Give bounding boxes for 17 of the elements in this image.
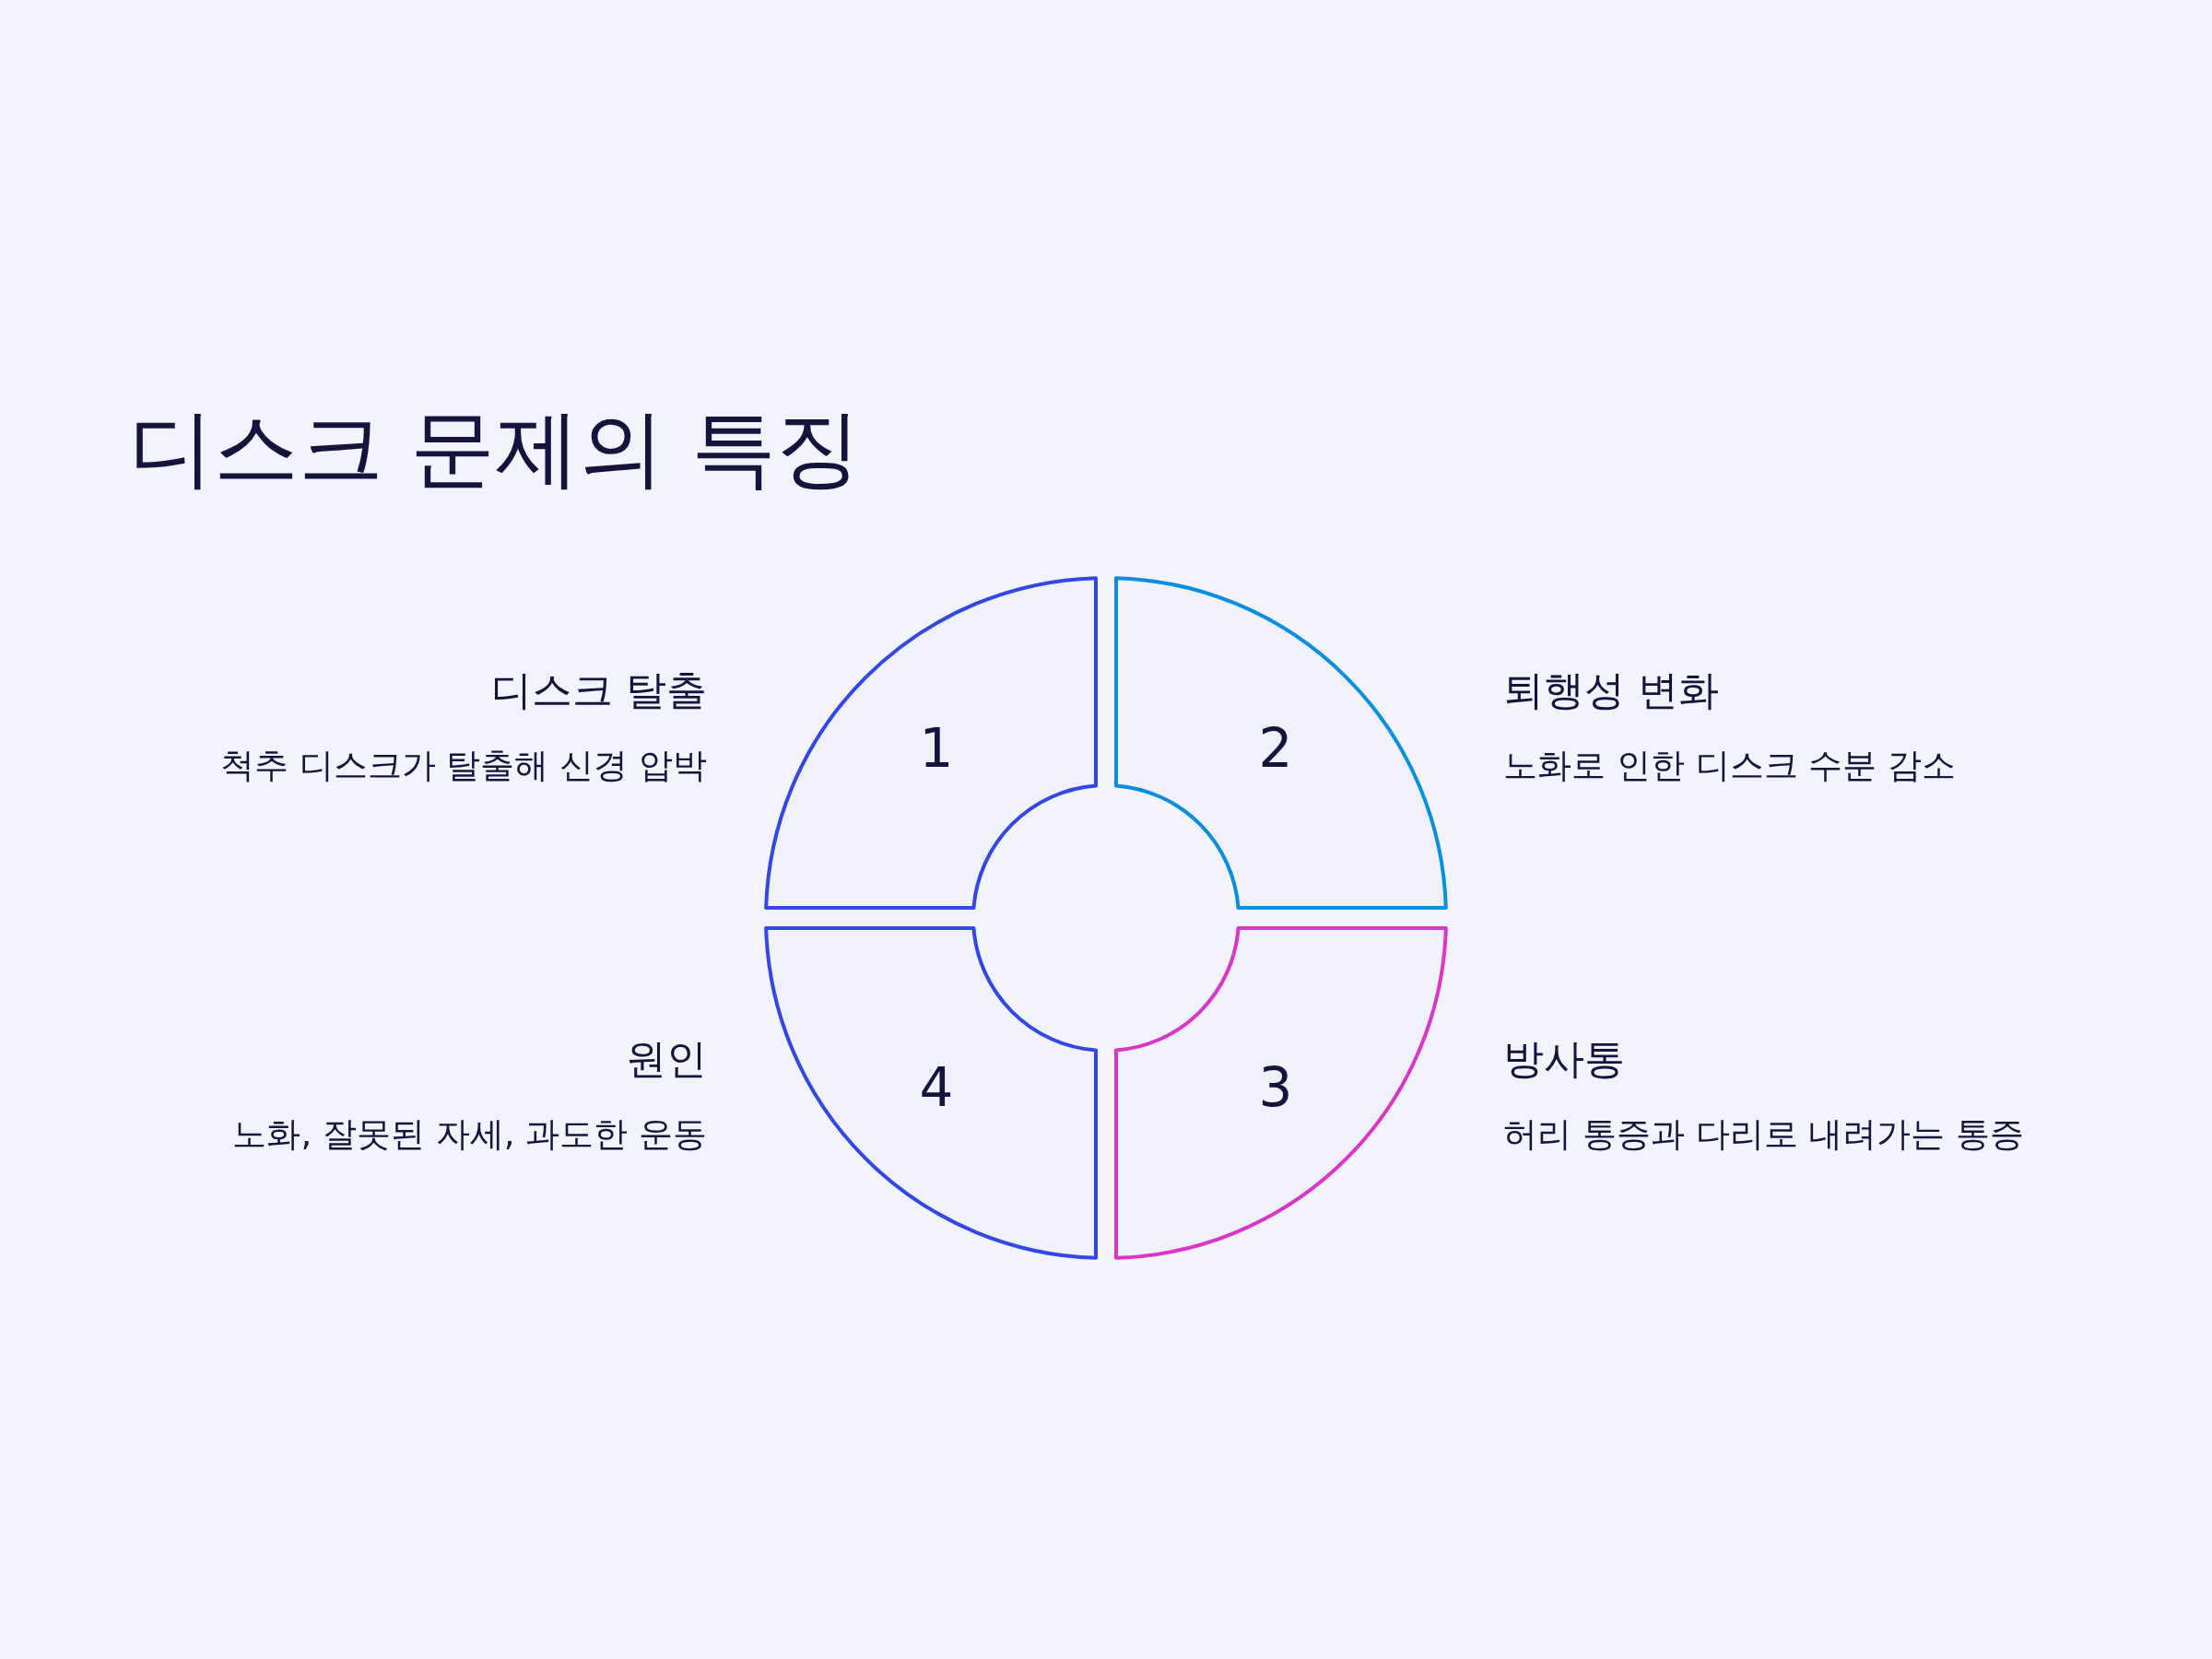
item-description: 노화로 인한 디스크 수분 감소 — [1503, 745, 1957, 787]
quadrant-segment — [1116, 578, 1446, 908]
item-heading: 원인 — [626, 1034, 707, 1084]
item-heading: 퇴행성 변화 — [1503, 665, 1719, 715]
title: 디스크 문제의 특징 — [129, 398, 862, 500]
quadrant-segment — [766, 578, 1096, 908]
item-heading: 방사통 — [1503, 1034, 1625, 1084]
quadrant-segment — [1116, 928, 1446, 1258]
item-heading: 디스크 탈출 — [491, 665, 707, 715]
item-description: 노화, 잘못된 자세, 과도한 운동 — [232, 1113, 707, 1156]
step-number: 1 — [919, 717, 954, 780]
item-description: 허리 통증과 다리로 내려가는 통증 — [1503, 1113, 2025, 1156]
item-description: 척추 디스크가 탈출해 신경 압박 — [219, 745, 707, 787]
quadrant-segment — [766, 928, 1096, 1258]
step-number: 2 — [1258, 717, 1293, 780]
step-number: 3 — [1258, 1056, 1293, 1119]
step-number: 4 — [919, 1056, 954, 1119]
